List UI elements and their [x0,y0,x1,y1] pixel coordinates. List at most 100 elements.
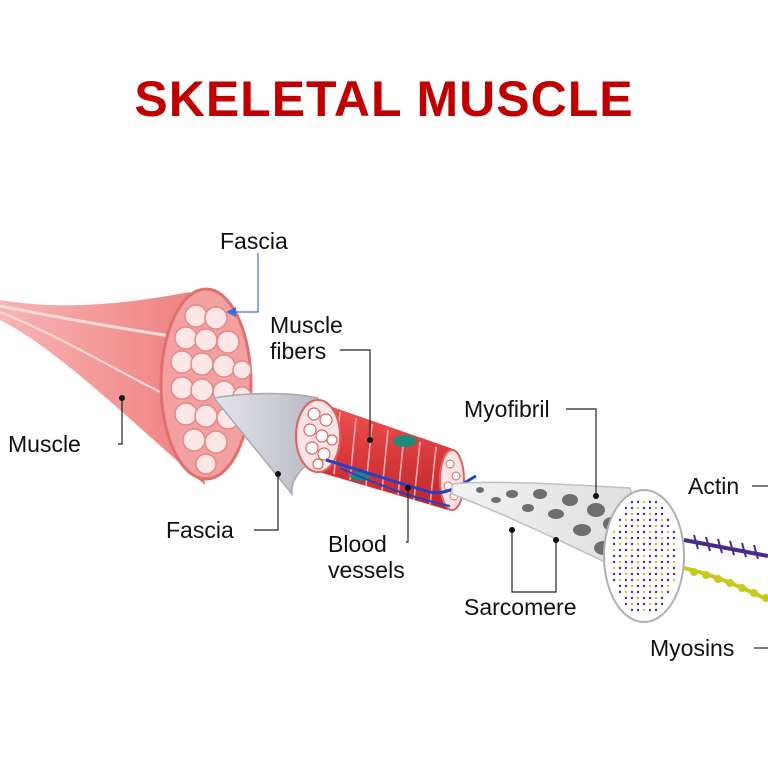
filament-dot [672,578,676,582]
fascia-cone [212,392,321,497]
filament-dot [636,590,640,594]
filament-dot [636,524,640,528]
filament-dot [660,560,664,564]
filament-dot [666,584,670,588]
filament-dot [660,602,664,606]
label-myosins: Myosins [650,635,735,661]
filament-dot [624,518,628,522]
filament-dot [642,560,646,564]
filament-dot [666,554,670,558]
filament-dot [672,542,676,546]
filament-dot [666,572,670,576]
filament-dot [660,596,664,600]
filament-dot [654,602,658,606]
label-fascia-top: Fascia [220,228,288,254]
filament-dot [666,578,670,582]
filament-dot [660,572,664,576]
filament-dot [654,554,658,558]
blood-vessel-branch [339,467,451,507]
filament-dot [618,530,622,534]
filament-dot [666,518,670,522]
filament-dot [618,542,622,546]
filament-dot [636,554,640,558]
filament-dot [654,572,658,576]
filament-dot [660,506,664,510]
filament-dot [636,560,640,564]
filament-dot [612,554,616,558]
filament-dot [672,548,676,552]
filament-dot [648,566,652,570]
filament-dot [612,536,616,540]
filament-dot [630,500,634,504]
filament-dot [630,518,634,522]
filament-dot [642,572,646,576]
filament-dot [624,554,628,558]
page-title: SKELETAL MUSCLE [134,71,634,127]
leader-dots [119,395,599,543]
filament-dot [672,560,676,564]
filament-dot [642,542,646,546]
filament-dot [654,524,658,528]
filament-dot [624,548,628,552]
filament-dot [642,602,646,606]
filament-dot [654,596,658,600]
filament-dot [636,548,640,552]
filament-dot [648,560,652,564]
filament-dot [666,530,670,534]
filament-dot [648,512,652,516]
filament-dot [654,500,658,504]
filament-dot [630,590,634,594]
filament-dot [672,566,676,570]
myofibril-cone [451,481,685,623]
label-muscle-fibers-line1: Muscle [270,312,343,338]
filament-dot [654,608,658,612]
filament-dot [648,602,652,606]
filament-dot [636,542,640,546]
filament-dot [666,536,670,540]
filament-dot [618,536,622,540]
filament-dot [648,572,652,576]
label-blood-vessels-line2: vessels [328,557,405,583]
filament-dot [636,506,640,510]
filament-dot [648,536,652,540]
filament-dot [660,584,664,588]
filament-dot [660,590,664,594]
filament-dot [630,512,634,516]
filament-dot [642,584,646,588]
filament-dot [642,554,646,558]
filament-dot [612,578,616,582]
filament-dot [648,590,652,594]
filament-dot [642,500,646,504]
filament-dot [654,518,658,522]
filament-dot [624,572,628,576]
filament-dot [630,506,634,510]
filament-dot [642,512,646,516]
filament-dot [654,590,658,594]
filament-dot [672,572,676,576]
filament-dot [660,566,664,570]
filament-dot [618,548,622,552]
filament-dot [636,566,640,570]
label-blood-vessels-line1: Blood [328,531,387,557]
filament-dot [648,518,652,522]
filament-dot [630,554,634,558]
filament-dot [636,578,640,582]
label-muscle-fibers-line2: fibers [270,338,327,364]
filament-dot [648,554,652,558]
filament-dot [642,566,646,570]
filament-dot [624,584,628,588]
filament-dot [672,530,676,534]
filament-dot [624,596,628,600]
filament-dot [648,596,652,600]
filament-dot [630,596,634,600]
filament-dot [618,590,622,594]
filament-dot [630,542,634,546]
filament-dot [660,578,664,582]
filament-dot [666,560,670,564]
filament-dot [654,536,658,540]
filament-dot [630,566,634,570]
filament-dot [630,530,634,534]
filament-dot [624,602,628,606]
filament-dot [642,524,646,528]
